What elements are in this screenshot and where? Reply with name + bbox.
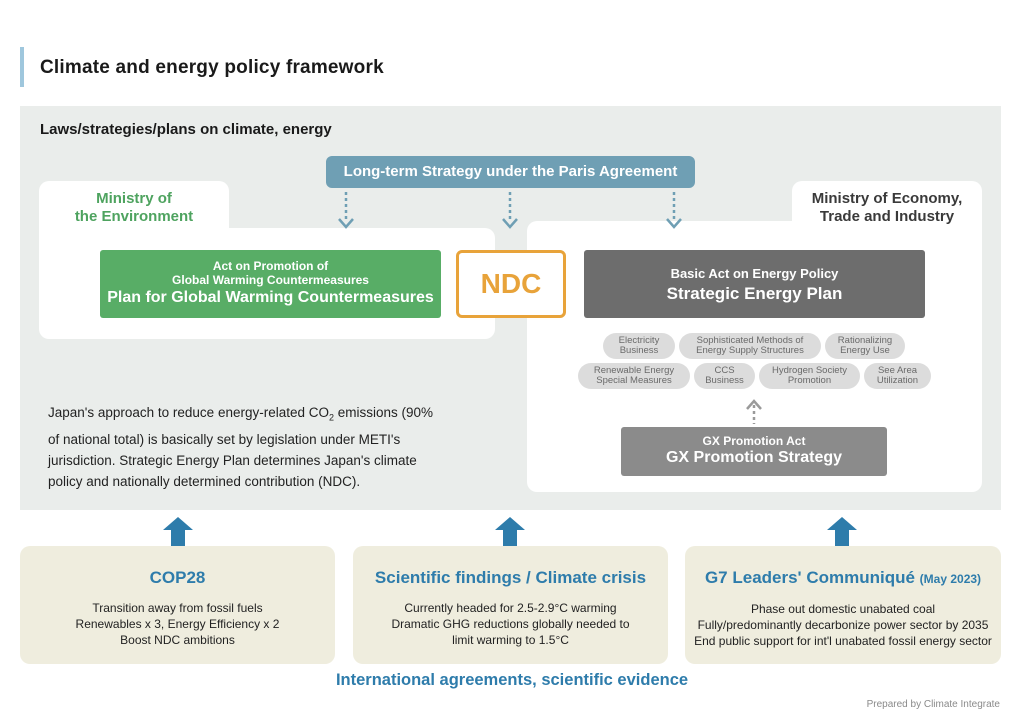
- description-part2: emissions (90% of national total) is bas…: [48, 405, 434, 489]
- dashed-arrow-right-head: [666, 218, 682, 229]
- ndc-box: NDC: [456, 250, 566, 318]
- moe-plan-box: Act on Promotion of Global Warming Count…: [100, 250, 441, 318]
- description-part1: Japan's approach to reduce energy-relate…: [48, 405, 329, 420]
- meti-plan-box: Basic Act on Energy Policy Strategic Ene…: [584, 250, 925, 318]
- moe-plan-title: Plan for Global Warming Countermeasures: [107, 289, 434, 306]
- meti-act-label: Basic Act on Energy Policy: [670, 266, 839, 281]
- moe-name-line1: Ministry of: [96, 190, 172, 207]
- card-g7-title: G7 Leaders' Communiqué (May 2023): [704, 568, 982, 587]
- card-science: Scientific findings / Climate crisis Cur…: [353, 546, 668, 664]
- ministry-economy-label: Ministry of Economy, Trade and Industry: [792, 190, 982, 226]
- up-arrow-cop28-icon: [163, 517, 193, 546]
- card-g7: G7 Leaders' Communiqué (May 2023) Phase …: [685, 546, 1001, 664]
- card-cop28-title: COP28: [149, 568, 206, 587]
- section-title: Laws/strategies/plans on climate, energy: [40, 121, 332, 138]
- description-paragraph: Japan's approach to reduce energy-relate…: [48, 402, 448, 492]
- gx-up-arrow-head: [746, 399, 762, 410]
- moe-act-line2: Global Warming Countermeasures: [172, 273, 369, 287]
- footer-title: International agreements, scientific evi…: [335, 671, 689, 689]
- ministry-environment-label: Ministry of the Environment: [39, 190, 229, 226]
- dashed-arrow-center-head: [502, 218, 518, 229]
- card-g7-body: Phase out domestic unabated coal Fully/p…: [694, 602, 992, 648]
- gx-promotion-box: GX Promotion Act GX Promotion Strategy: [621, 427, 887, 476]
- dashed-arrow-left-head: [338, 218, 354, 229]
- credit-text: Prepared by Climate Integrate: [866, 699, 1000, 710]
- description-subscript: 2: [329, 412, 335, 423]
- moe-act-line1: Act on Promotion of: [212, 259, 329, 273]
- gx-act-label: GX Promotion Act: [702, 434, 806, 448]
- card-science-title: Scientific findings / Climate crisis: [374, 568, 647, 587]
- card-science-body: Currently headed for 2.5-2.9°C warming D…: [391, 601, 630, 647]
- up-arrow-science-icon: [495, 517, 525, 546]
- title-accent-bar: [20, 47, 24, 87]
- meti-name-line1: Ministry of Economy,: [811, 190, 963, 207]
- gx-strategy-title: GX Promotion Strategy: [665, 449, 843, 466]
- meti-name-line2: Trade and Industry: [819, 208, 955, 225]
- moe-name-line2: the Environment: [74, 208, 194, 225]
- card-g7-title-note: (May 2023): [919, 572, 982, 586]
- up-arrow-g7-icon: [827, 517, 857, 546]
- card-cop28-body: Transition away from fossil fuels Renewa…: [75, 601, 280, 647]
- long-term-strategy-box: Long-term Strategy under the Paris Agree…: [326, 156, 695, 188]
- meti-plan-title: Strategic Energy Plan: [666, 284, 843, 303]
- page-title: Climate and energy policy framework: [40, 57, 384, 78]
- card-cop28: COP28 Transition away from fossil fuels …: [20, 546, 335, 664]
